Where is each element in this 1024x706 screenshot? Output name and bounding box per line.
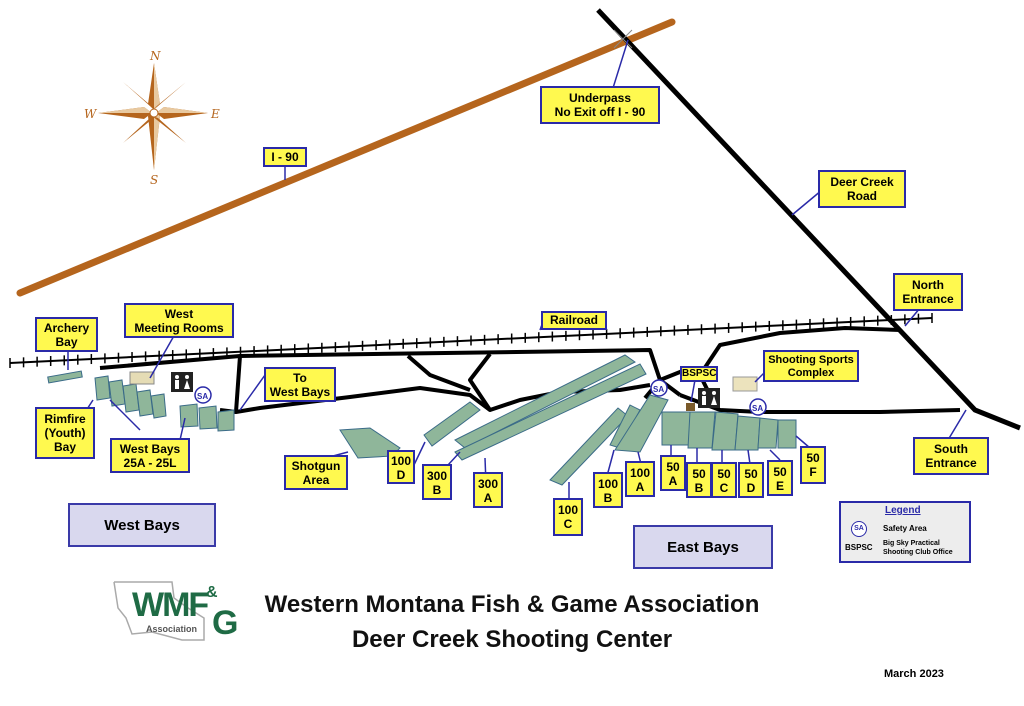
label-deer-creek-road: Deer Creek Road [818, 170, 906, 208]
compass-e: E [210, 107, 220, 121]
legend-title: Legend [885, 505, 921, 516]
label-west-meeting-rooms: West Meeting Rooms [124, 303, 234, 338]
label-to-west-bays: To West Bays [264, 367, 336, 402]
highway-i90 [16, 18, 676, 297]
svg-text:SA: SA [653, 385, 664, 394]
restroom-icon [698, 388, 720, 408]
label-range-300b: 300 B [422, 464, 452, 500]
montana-outline-icon [113, 581, 205, 641]
label-range-50b: 50 B [686, 462, 712, 498]
safety-area-icon: SA [650, 379, 668, 397]
west-bays-area: West Bays [68, 503, 216, 547]
legend-bspsc-symbol: BSPSC [845, 543, 873, 552]
label-range-50f: 50 F [800, 446, 826, 484]
logo-main: WMF [132, 586, 209, 624]
label-bspsc: BSPSC [680, 366, 718, 382]
label-north-entrance: North Entrance [893, 273, 963, 311]
logo-amp: & [206, 584, 218, 601]
map-title-line2: Deer Creek Shooting Center [351, 626, 673, 653]
safety-area-icon: SA [749, 398, 767, 416]
legend-sa-text: Safety Area [883, 524, 927, 533]
label-range-300a: 300 A [473, 472, 503, 508]
label-shotgun-area: Shotgun Area [284, 455, 348, 490]
label-range-100d: 100 D [387, 450, 415, 484]
label-range-50c: 50 C [711, 462, 737, 498]
label-archery-bay: Archery Bay [35, 317, 98, 352]
underpass-icon [613, 29, 633, 49]
label-underpass: Underpass No Exit off I - 90 [540, 86, 660, 124]
compass-n: N [149, 49, 161, 63]
label-range-50a: 50 A [660, 455, 686, 491]
map-title-line1: Western Montana Fish & Game Association [264, 591, 760, 618]
map-date: March 2023 [884, 668, 944, 680]
logo-g: G [212, 604, 239, 642]
label-range-50d: 50 D [738, 462, 764, 498]
railroad-track [9, 313, 933, 368]
label-range-100b: 100 B [593, 472, 623, 508]
restroom-icon [171, 372, 193, 392]
compass-w: W [84, 107, 98, 121]
safety-area-icon: SA [851, 521, 867, 537]
label-range-100c: 100 C [553, 498, 583, 536]
label-south-entrance: South Entrance [913, 437, 989, 475]
safety-area-icon: SA [194, 386, 212, 404]
compass-rose-icon: N S W E [84, 49, 220, 187]
compass-s: S [150, 173, 158, 187]
east-bay-ranges [661, 376, 797, 451]
svg-text:SA: SA [752, 404, 763, 413]
label-rimfire-bay: Rimfire (Youth) Bay [35, 407, 95, 459]
wmfg-logo: WMF & G Association [112, 578, 252, 648]
label-west-bays-25: West Bays 25A - 25L [110, 438, 190, 473]
legend-bspsc-text: Big Sky Practical Shooting Club Office [883, 540, 953, 556]
legend-box: Legend SA Safety Area BSPSC Big Sky Prac… [839, 501, 971, 563]
east-bays-area: East Bays [633, 525, 773, 569]
label-range-50e: 50 E [767, 460, 793, 496]
label-shooting-sports-complex: Shooting Sports Complex [763, 350, 859, 382]
label-i90: I - 90 [263, 147, 307, 167]
legend-sa-symbol: SA [854, 525, 864, 532]
label-railroad: Railroad [541, 311, 607, 330]
long-ranges [423, 354, 669, 486]
label-range-100a: 100 A [625, 461, 655, 497]
logo-sub: Association [146, 624, 198, 634]
svg-text:SA: SA [197, 392, 208, 401]
bspsc-office-icon [686, 403, 695, 411]
deer-creek-road [596, 8, 1021, 431]
